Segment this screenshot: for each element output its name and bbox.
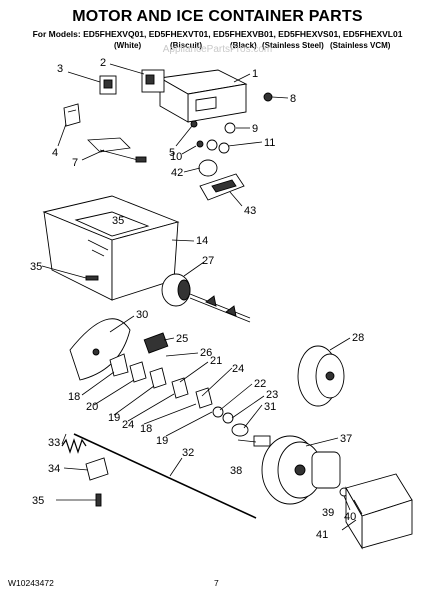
color-stainless-vcm: (Stainless VCM) [330,41,391,50]
part-ice-container [42,195,180,301]
callout-7: 7 [72,157,78,169]
callout-11: 11 [264,137,275,149]
callout-37: 37 [340,433,352,445]
callout-24-left: 24 [122,419,134,431]
callout-41: 41 [316,529,328,541]
callout-21: 21 [210,355,222,367]
callout-35-bottom: 35 [32,495,44,507]
callout-28: 28 [352,332,364,344]
callout-23: 23 [266,389,278,401]
callout-1: 1 [252,68,258,80]
callout-26: 26 [200,347,212,359]
callout-18-left: 18 [68,391,80,403]
part-drum [297,345,345,407]
part-small-switch [99,75,117,95]
watermark: AppliancePartsPros.com [162,44,273,55]
callout-35-tray: 35 [112,215,124,227]
callout-10: 10 [170,151,182,163]
color-black: (Black) [230,41,257,50]
callout-34: 34 [48,463,60,475]
part-rod [73,433,257,519]
callout-2: 2 [100,57,106,69]
callout-18-right: 18 [140,423,152,435]
part-bearing [231,423,249,437]
callout-25: 25 [176,333,188,345]
part-grommets [206,122,236,154]
callout-24-right: 24 [232,363,244,375]
callout-33: 33 [48,437,60,449]
part-motor-housing [158,69,248,123]
document-number: W10243472 [8,578,54,588]
callout-40: 40 [344,511,356,523]
part-cap [198,159,218,177]
part-screws-small [190,120,204,148]
callout-14: 14 [196,235,208,247]
callout-31: 31 [264,401,276,413]
part-bracket-34 [85,457,109,481]
callout-8: 8 [290,93,296,105]
part-screw-8 [263,92,273,102]
callout-43: 43 [244,205,256,217]
callout-30: 30 [136,309,148,321]
callout-19-right: 19 [156,435,168,447]
color-white: (White) [114,41,142,50]
part-cover [199,173,245,201]
part-crusher-plate [69,318,131,381]
leader-lines [41,63,363,531]
part-connector [253,435,271,447]
callout-22: 22 [254,378,266,390]
color-stainless-steel: (Stainless Steel) [262,41,324,50]
part-screw-35b [95,493,102,507]
callout-35-left: 35 [30,261,42,273]
callout-9: 9 [252,123,258,135]
part-spring-assy [143,332,169,354]
page-title: MOTOR AND ICE CONTAINER PARTS [72,8,363,25]
part-motor-cover [345,473,413,550]
callout-3: 3 [57,63,63,75]
part-switch [141,69,165,93]
callout-38: 38 [230,465,242,477]
callout-4: 4 [52,147,58,159]
callout-42: 42 [171,167,183,179]
callout-39: 39 [322,507,334,519]
callout-20: 20 [86,401,98,413]
part-blades [109,353,234,424]
color-biscuit: (Biscuit) [170,41,202,50]
callout-5: 5 [169,147,175,159]
callout-32: 32 [182,447,194,459]
part-screw-35a [85,275,99,281]
models-line: For Models: ED5FHEXVQ01, ED5FHEXVT01, ED… [32,29,403,39]
callout-19-left: 19 [108,412,120,424]
part-gear-motor [261,435,341,505]
callout-numbers: 1 2 3 4 5 7 8 9 10 11 42 43 35 14 27 35 … [30,57,364,541]
callout-27: 27 [202,255,214,267]
part-bracket [63,103,81,127]
part-spring-33 [61,438,87,454]
part-wire-harness [87,137,147,163]
page-number: 7 [214,578,219,588]
part-auger [161,273,251,323]
